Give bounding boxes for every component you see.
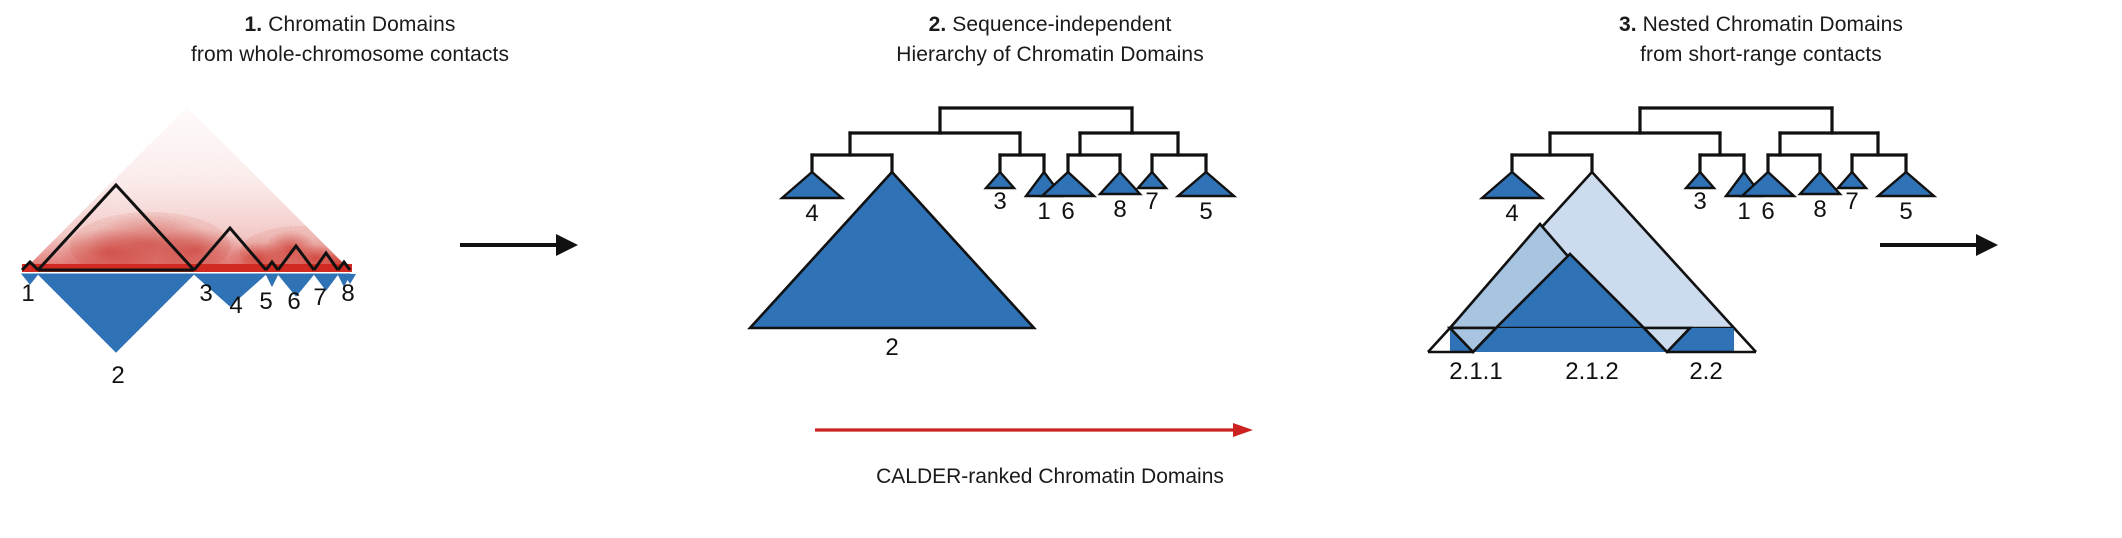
dendrogram-2 [810,106,1208,174]
leaf-triangle-8 [1097,170,1143,196]
domain-label-2: 2 [111,362,125,389]
panel-1-number: 1. [244,13,263,36]
panel-2-title-line2: Hierarchy of Chromatin Domains [896,43,1204,66]
leaf-triangle-6 [1038,170,1098,198]
calder-rank-arrow [815,423,1253,437]
panel-1-title-line2: from whole-chromosome contacts [190,43,510,66]
leaf-triangle-3 [983,170,1017,190]
leaf-triangle-7 [1135,170,1169,190]
leaf-triangles-2 [778,170,1238,200]
nested-label-2-1-1: 2.1.1 [1449,358,1503,385]
panel-3-title-line2: from short-range contacts [1640,43,1882,66]
large-domain-label-2: 2 [885,334,899,361]
leaf-label-3: 3 [1693,188,1707,215]
leaf-label-7: 7 [1145,188,1159,215]
panel-1-graphic [20,107,356,353]
leaf-label-1: 1 [1737,198,1751,225]
hic-contact-map [22,107,352,272]
leaf-triangle-3 [1683,170,1717,190]
leaf-label-3: 3 [993,188,1007,215]
leaf-label-6: 6 [1761,198,1775,225]
domain-triangle-6 [313,273,339,291]
panel-2-title: 2. Sequence-independent Hierarchy of Chr… [700,10,1400,70]
leaf-label-1: 1 [1037,198,1051,225]
hic-diagonal-core [22,264,352,272]
leaf-triangle-8 [1797,170,1843,196]
leaf-label-4: 4 [1505,200,1519,227]
domain-label-5: 5 [259,288,273,315]
domain-triangle-1 [20,273,40,285]
domain-label-1: 1 [21,280,35,307]
flow-arrow-2 [1880,234,1998,256]
domain-label-6: 6 [287,288,301,315]
domain-label-4: 4 [229,292,243,319]
panel-3-graphic [1427,106,1938,354]
domain-label-3: 3 [199,280,213,307]
nested-label-2-1-2: 2.1.2 [1565,358,1619,385]
panel-2-title-line1: Sequence-independent [952,13,1172,36]
domain-triangle-4 [265,273,279,288]
panel-3-number: 3. [1619,13,1637,36]
flow-arrow-1 [460,234,578,256]
panel-1-title: 1. Chromatin Domains from whole-chromoso… [0,10,700,70]
leaf-triangle-7 [1835,170,1869,190]
leaf-label-7: 7 [1845,188,1859,215]
leaf-triangle-4 [1478,170,1546,200]
calder-caption: CALDER-ranked Chromatin Domains [876,465,1224,488]
leaf-triangle-4 [778,170,846,200]
leaf-triangle-5 [1874,170,1938,198]
domain-triangle-5 [276,273,316,297]
panel-2-number: 2. [928,13,947,36]
panel-2-graphic [747,106,1238,330]
panel-chromatin-domains: 1. Chromatin Domains from whole-chromoso… [0,0,700,538]
panel-nested-domains: 3. Nested Chromatin Domains from short-r… [1400,0,2122,538]
leaf-label-5: 5 [1199,198,1213,225]
leaf-triangles-3 [1478,170,1938,200]
domain-triangle-8 [344,274,356,284]
leaf-label-6: 6 [1061,198,1075,225]
leaf-label-8: 8 [1113,196,1127,223]
leaf-label-4: 4 [805,200,819,227]
domain-triangles-lower [20,273,351,353]
leaf-triangle-6 [1738,170,1798,198]
dendrogram-3 [1510,106,1908,174]
panel-1-title-line1: Chromatin Domains [268,13,456,36]
nested-label-2-2: 2.2 [1689,358,1723,385]
domain-outlines-upper [20,182,352,272]
panel-3-title-line1: Nested Chromatin Domains [1642,13,1903,36]
leaf-label-8: 8 [1813,196,1827,223]
leaf-triangle-5 [1174,170,1238,198]
large-domain-triangle-2 [747,170,1037,330]
domain-label-7: 7 [313,284,327,311]
domain-triangle-3 [192,273,268,307]
panel-3-title: 3. Nested Chromatin Domains from short-r… [1400,10,2122,70]
nested-baseline-edges [1427,327,1757,354]
domain-label-8: 8 [341,280,355,307]
leaf-label-5: 5 [1899,198,1913,225]
panel-hierarchy: 2. Sequence-independent Hierarchy of Chr… [700,0,1998,538]
domain-triangle-2 [36,273,196,353]
